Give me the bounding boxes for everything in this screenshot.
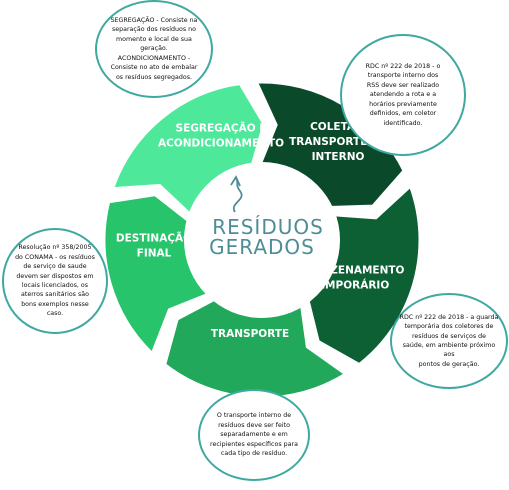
stage-label-armazenamento: TEMPORÁRIO [311,279,390,292]
note-line: bons exemplos nesse [21,300,89,308]
note-line: aos [443,351,455,359]
note-line: definidos, em coletor [369,110,437,118]
note-line: de serviço de saude [23,263,87,271]
note-text: RDC nº 222 de 2018 - a guarda temporária … [400,313,499,369]
arrow-head-icon [230,175,241,187]
note-line: geração. [140,45,168,53]
stage-label-segregacao: ACONDICIONAMENTO [158,138,284,150]
note-line: aterros sanitários são [21,291,89,299]
note-line: Resolução nº 358/2005 [18,244,92,252]
note-line: RSS deve ser realizado [366,81,440,89]
stage-label-segregacao: SEGREGAÇÃO E [176,122,267,135]
stage-label-destinacao: FINAL [137,248,172,260]
stage-label-destinacao: DESTINAÇÃO [116,232,192,245]
note-line: ACONDICIONAMENTO - [117,54,191,62]
note-line: recipientes específicos para [210,440,298,448]
center-title-line1: RESÍDUOS [212,215,324,239]
note-line: SEGREGAÇÃO - Consiste na [110,17,198,25]
note-line: resíduos de serviços de [411,332,487,340]
note-line: separação dos resíduos no [111,26,197,34]
center-circle [184,162,340,318]
note-line: identificado. [383,119,423,127]
note-line: resíduos deve ser feito [218,421,290,429]
note-line: Consiste no ato de embalar [110,64,198,72]
note-line: temporária dos coletores de [404,323,494,331]
center-title-line2: GERADOS [209,235,315,259]
note-line: O transporte interno de [216,412,292,420]
note-line: pontos de geração. [418,360,480,368]
stage-label-armazenamento: ARMAZENAMENTO [296,265,405,277]
note-line: separadamente e em [220,431,288,439]
note-line: RDC nº 222 de 2018 - a guarda [399,313,499,321]
note-line: locais licenciados, os [21,282,89,289]
note-line: do CONAMA - os resíduos [15,253,95,261]
note-line: devem ser dispostos em [16,272,94,280]
note-line: cada tipo de resíduo. [220,450,288,458]
stage-label-transporte: TRANSPORTE [211,328,289,340]
note-line: transporte interno dos [367,72,439,80]
note-line: saúde, em ambiente próximo [402,342,496,349]
note-line: momento e local de sua [116,35,192,43]
note-line: os resíduos segregados. [115,73,193,81]
note-line: RDC nº 222 de 2018 - o [365,63,441,71]
note-armazenamento: RDC nº 222 de 2018 - a guarda temporária … [390,293,508,389]
note-line: caso. [46,310,64,318]
stage-label-coleta: INTERNO [312,151,365,163]
note-line: horários previamente [369,100,437,108]
note-line: atendendo a rota e a [369,91,437,99]
